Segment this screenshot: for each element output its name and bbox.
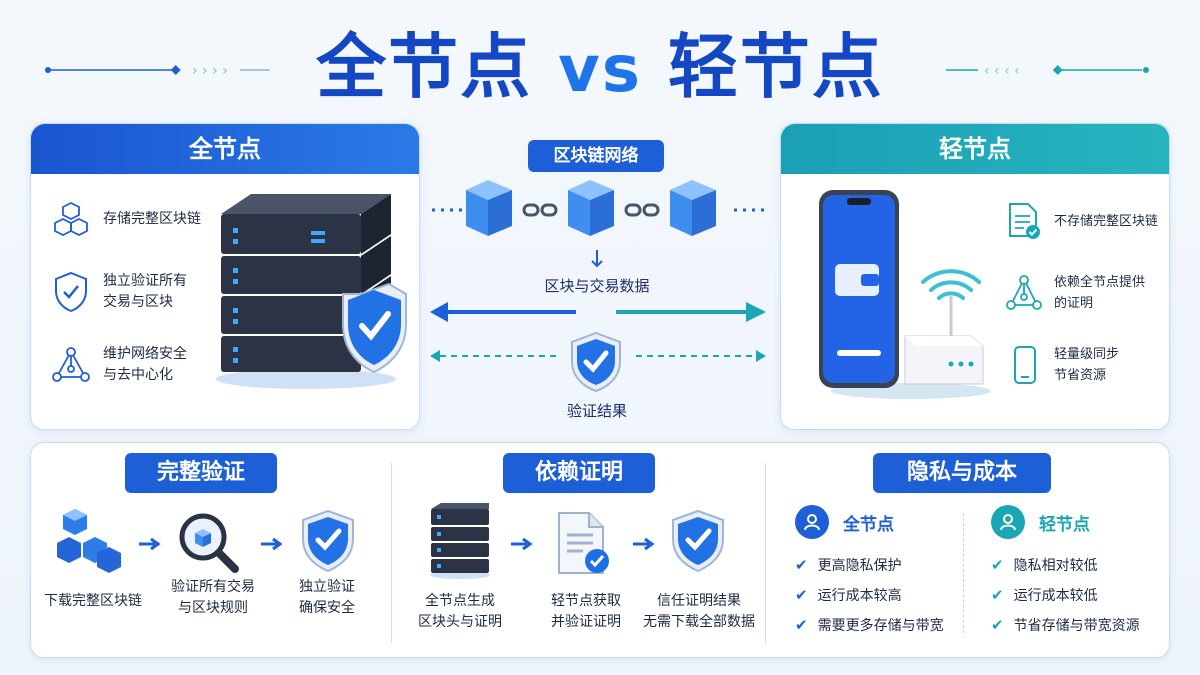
blockchain-chain	[432, 180, 766, 236]
magnifier-icon	[179, 513, 239, 573]
title-decoration-right: ‹ ‹ ‹ ‹	[946, 63, 1149, 79]
phone-icon	[1014, 346, 1036, 384]
shield-check-icon	[302, 509, 354, 573]
user-icon	[795, 505, 829, 539]
document-check-icon	[1009, 203, 1040, 239]
proof-step-1: 全节点生成 区块头与证明	[418, 593, 502, 630]
verify-section-title: 完整验证	[125, 453, 277, 493]
full-node-header: 全节点	[31, 124, 419, 174]
cubes-stack-icon	[57, 509, 121, 573]
privacy-full-node-label: 全节点	[843, 514, 894, 535]
proof-step-2: 轻节点获取 并验证证明	[551, 593, 621, 630]
server-rack-icon	[216, 194, 407, 389]
privacy-light-row: ✔运行成本较低	[991, 586, 1098, 604]
network-icon	[52, 347, 90, 382]
full-node-item-label: 存储完整区块链	[103, 210, 201, 227]
check-icon: ✔	[991, 556, 1004, 574]
light-node-item-label: 轻量级同步 节省资源	[1054, 347, 1120, 383]
privacy-light-node-label: 轻节点	[1039, 514, 1090, 535]
light-node-item-label: 不存储完整区块链	[1054, 213, 1159, 229]
check-icon: ✔	[991, 616, 1004, 634]
full-node-item-storage: 存储完整区块链	[51, 199, 201, 239]
privacy-light-row: ✔节省存储与带宽资源	[991, 616, 1140, 634]
verify-step-3: 独立验证 确保安全	[299, 579, 355, 616]
privacy-section-title: 隐私与成本	[873, 453, 1051, 493]
block-cube	[568, 180, 614, 236]
phone-router-illustration	[819, 190, 991, 399]
down-arrow-icon	[591, 250, 603, 268]
full-node-item-verify: 独立验证所有 交易与区块	[51, 270, 187, 314]
svg-text:‹ ‹ ‹ ‹: ‹ ‹ ‹ ‹	[984, 63, 1020, 79]
arrow-right-icon	[633, 537, 655, 551]
full-node-item-decentral: 维护网络安全 与去中心化	[51, 344, 187, 386]
full-node-panel: 全节点 存储完整区块链 独立验证所有 交易与区块 维护网络安全 与去中心化	[30, 123, 420, 430]
server-icon	[430, 503, 490, 579]
check-icon: ✔	[991, 586, 1004, 604]
proof-step-3: 信任证明结果 无需下载全部数据	[643, 593, 755, 630]
verification-shield-icon	[571, 331, 621, 393]
bottom-panel: 完整验证 下载完整区块链 验证所有交易 与区块规则 独立验证 确保安全 依赖证明…	[30, 442, 1170, 658]
light-node-item-proof: 依赖全节点提供 的证明	[1006, 272, 1145, 314]
result-label: 验证结果	[566, 402, 627, 420]
arrow-right-icon	[139, 537, 161, 551]
privacy-full-node-head: 全节点	[795, 505, 894, 539]
title-vs: vs	[558, 33, 642, 107]
light-node-item-storage: 不存储完整区块链	[1006, 202, 1158, 240]
privacy-full-row: ✔更高隐私保护	[795, 556, 902, 574]
data-flow-arrows	[430, 302, 766, 322]
verify-step-2: 验证所有交易 与区块规则	[171, 579, 255, 616]
shield-check-icon	[55, 271, 87, 313]
chain-link-icon	[522, 203, 660, 217]
arrow-right-icon	[261, 537, 283, 551]
page-title: 全节点 vs 轻节点	[0, 22, 1200, 115]
light-node-item-label: 依赖全节点提供 的证明	[1054, 275, 1146, 311]
light-node-item-sync: 轻量级同步 节省资源	[1006, 344, 1119, 386]
check-icon: ✔	[795, 556, 808, 574]
block-cube	[670, 180, 716, 236]
shield-check-icon	[672, 509, 724, 573]
block-cube	[466, 180, 512, 236]
privacy-light-row: ✔隐私相对较低	[991, 556, 1098, 574]
title-full-node: 全节点	[316, 26, 533, 108]
light-node-header: 轻节点	[781, 124, 1169, 174]
arrow-right-icon	[511, 537, 533, 551]
privacy-full-row: ✔需要更多存储与带宽	[795, 616, 944, 634]
user-icon	[991, 505, 1025, 539]
data-label: 区块与交易数据	[544, 277, 650, 295]
full-node-item-label: 维护网络安全 与去中心化	[103, 346, 187, 383]
cubes-icon	[54, 201, 88, 237]
svg-text:› › › ›: › › › ›	[192, 63, 228, 79]
proof-section-title: 依赖证明	[503, 453, 655, 493]
wifi-icon	[921, 269, 981, 300]
light-node-panel: 轻节点 不存储完整区块链 依赖全节点提供 的证明	[780, 123, 1170, 430]
title-decoration-left: › › › ›	[45, 63, 270, 79]
document-check-icon	[558, 512, 609, 574]
title-light-node: 轻节点	[667, 26, 884, 108]
result-flow-arrows	[430, 350, 766, 362]
network-label: 区块链网络	[528, 140, 664, 172]
privacy-full-row: ✔运行成本较高	[795, 586, 902, 604]
verify-step-1: 下载完整区块链	[44, 593, 142, 609]
network-icon	[1006, 275, 1042, 310]
check-icon: ✔	[795, 586, 808, 604]
full-node-item-label: 独立验证所有 交易与区块	[103, 273, 187, 310]
check-icon: ✔	[795, 616, 808, 634]
privacy-light-node-head: 轻节点	[991, 505, 1090, 539]
